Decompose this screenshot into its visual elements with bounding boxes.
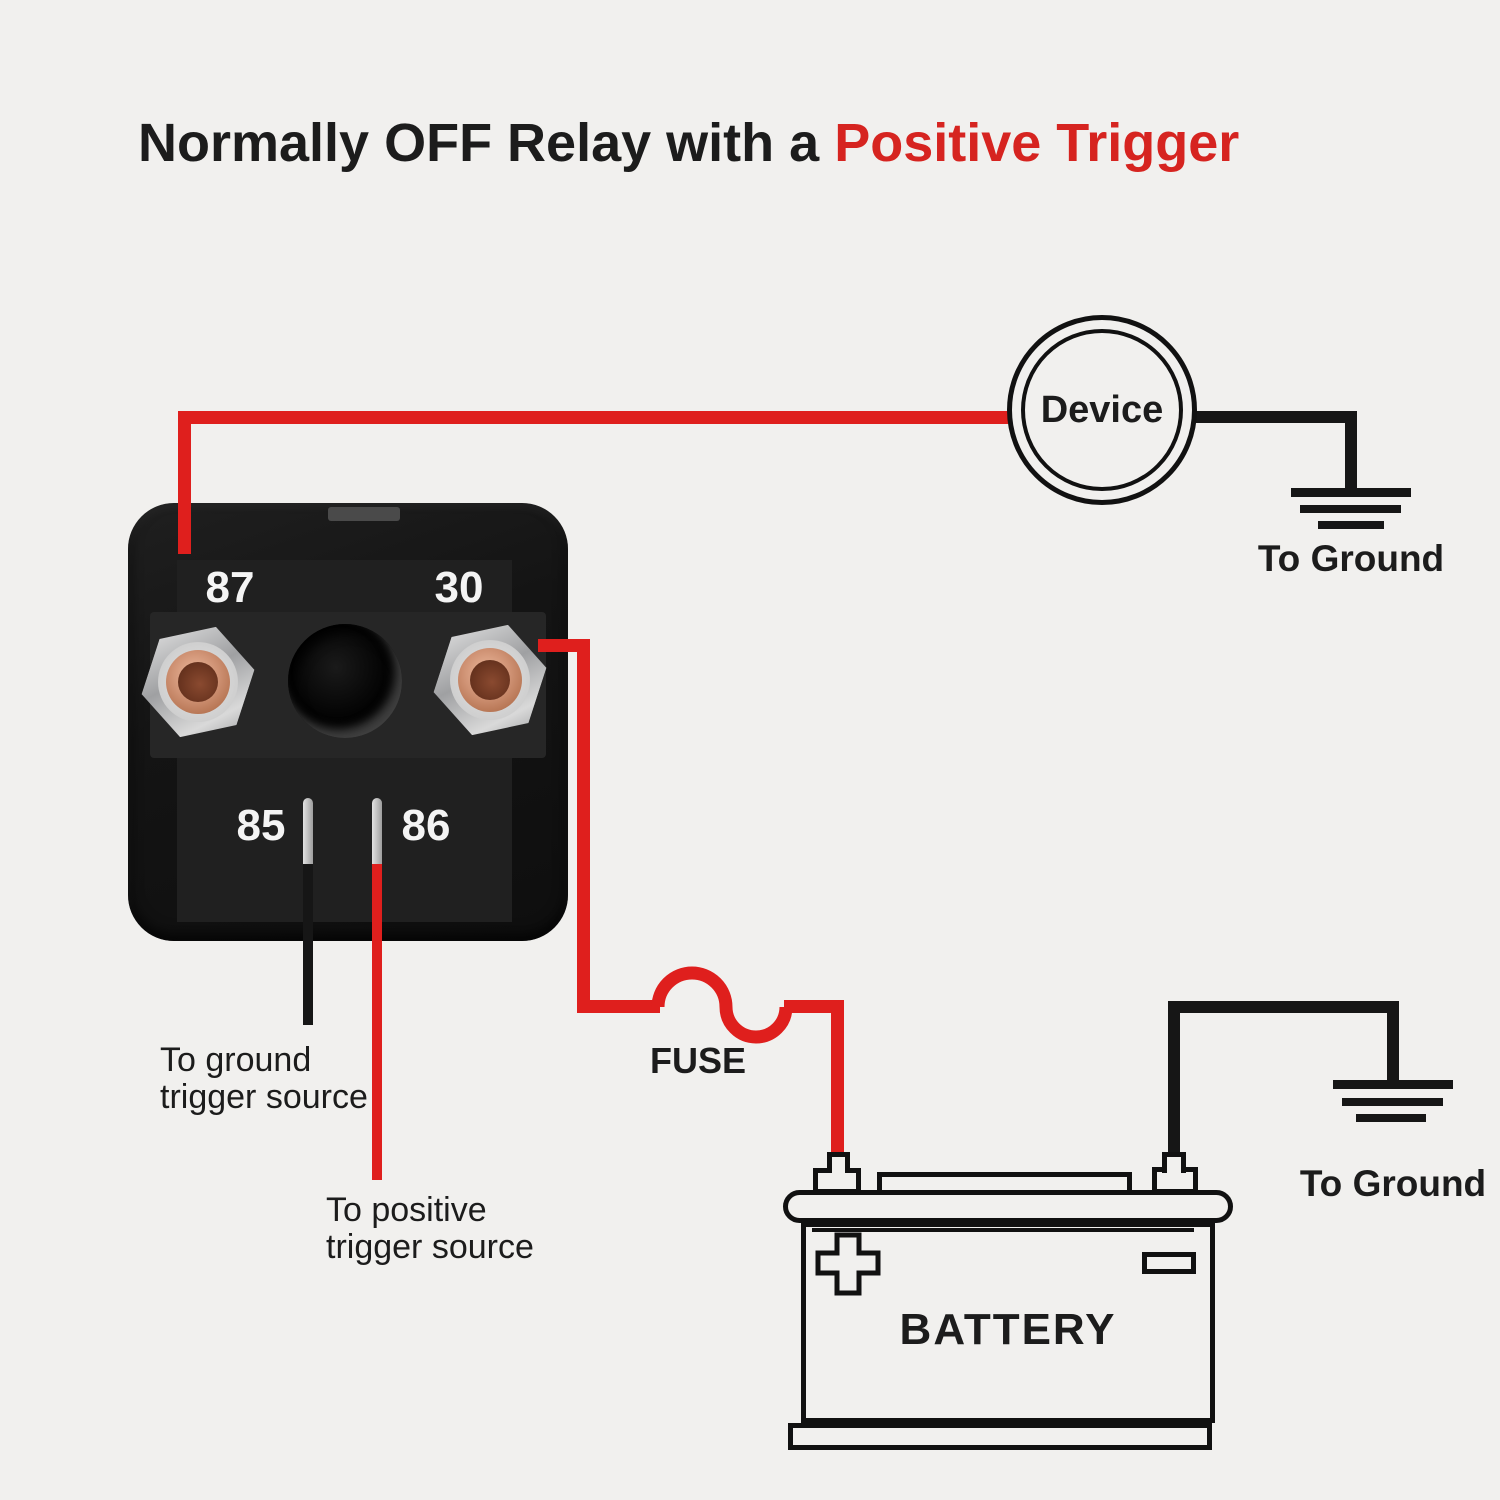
- ground-line-3: [1356, 1114, 1426, 1122]
- ground-line-3: [1318, 521, 1384, 529]
- terminal-86-label: 86: [401, 801, 451, 850]
- wire-87-to-device-vertical: [178, 412, 191, 554]
- wire-battery-neg-vertical: [1168, 1001, 1180, 1152]
- wire-85-ground-trigger: [303, 864, 313, 1025]
- positive-trigger-line1: To positive: [326, 1191, 487, 1229]
- battery-case-lip: [812, 1228, 1194, 1232]
- ground-trigger-label: To ground trigger source: [160, 1042, 368, 1116]
- battery-positive-terminal-top: [827, 1152, 850, 1173]
- ground-line-1: [1291, 488, 1411, 497]
- wire-device-to-ground-horizontal: [1196, 411, 1357, 423]
- relay-center-hole: [288, 624, 402, 738]
- battery-negative-terminal-top: [1162, 1152, 1186, 1173]
- battery-ground-label: To Ground: [1299, 1163, 1487, 1204]
- pin-85: [303, 798, 313, 868]
- battery-vent-rect: [1142, 1252, 1196, 1274]
- wire-to-fuse: [577, 1000, 660, 1013]
- wire-device-to-ground-vertical: [1345, 411, 1357, 490]
- terminal-87-stud: [136, 620, 260, 744]
- title-red-text: Positive Trigger: [834, 113, 1240, 173]
- pin-86: [372, 798, 382, 868]
- device-label: Device: [1040, 388, 1164, 431]
- wire-battery-ground-vertical: [1387, 1001, 1399, 1085]
- positive-trigger-label: To positive trigger source: [326, 1192, 534, 1266]
- wire-30-vertical: [577, 639, 590, 1013]
- title-black-text: Normally OFF Relay with a: [138, 113, 835, 173]
- device-ground-label: To Ground: [1257, 538, 1445, 579]
- relay-top-tab: [328, 507, 400, 521]
- device-circle-outer: [1007, 315, 1197, 505]
- fuse-symbol: [651, 966, 793, 1044]
- wire-30-horizontal: [538, 639, 590, 652]
- device-circle-inner: [1021, 329, 1183, 491]
- fuse-label: FUSE: [649, 1040, 746, 1081]
- battery-base: [788, 1423, 1212, 1450]
- relay-body: 87 30 85 86: [128, 503, 568, 941]
- terminal-30-stud: [428, 618, 552, 742]
- wire-fuse-to-battery-horizontal: [784, 1000, 844, 1013]
- terminal-30-label: 30: [434, 563, 484, 612]
- terminal-85-label: 85: [236, 801, 286, 850]
- copper-core: [470, 660, 510, 700]
- terminal-87-label: 87: [205, 563, 255, 612]
- ground-trigger-line1: To ground: [160, 1041, 312, 1079]
- ground-line-2: [1342, 1098, 1443, 1106]
- wire-battery-ground-horizontal: [1168, 1001, 1399, 1013]
- wire-86-positive-trigger: [372, 864, 382, 1180]
- copper-core: [178, 662, 218, 702]
- page-title: Normally OFF Relay with a Positive Trigg…: [138, 112, 1239, 174]
- battery-plus-symbol: [815, 1232, 881, 1296]
- positive-trigger-line2: trigger source: [326, 1228, 534, 1266]
- battery-top-bar: [877, 1172, 1132, 1190]
- battery-top-rail: [783, 1190, 1233, 1223]
- ground-line-2: [1300, 505, 1401, 513]
- wire-87-to-device-horizontal: [178, 411, 1008, 424]
- battery-label: BATTERY: [899, 1305, 1117, 1354]
- wire-fuse-to-battery-vertical: [831, 1000, 844, 1152]
- ground-trigger-line2: trigger source: [160, 1078, 368, 1116]
